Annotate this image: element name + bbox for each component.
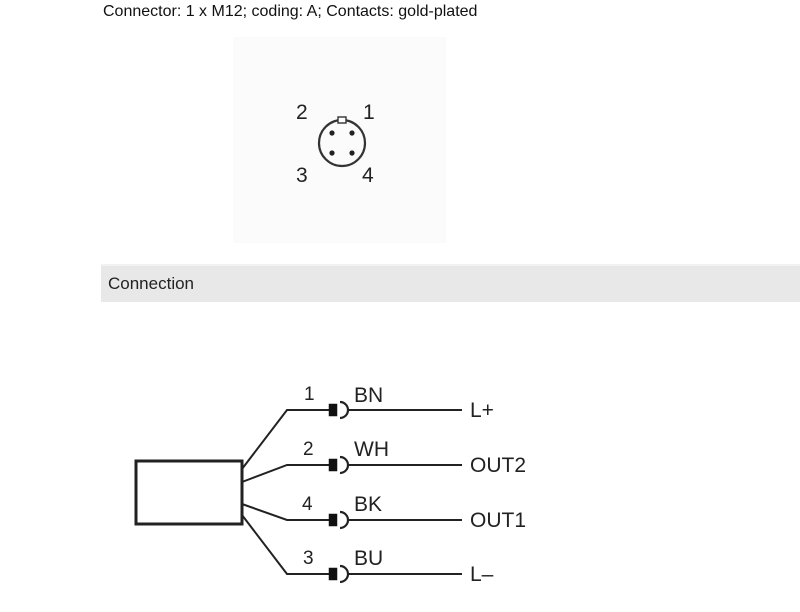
pin-contact-3 <box>329 150 335 156</box>
wire-3 <box>241 514 330 575</box>
pin-contact-1 <box>349 130 355 136</box>
pinout-svg: 2 1 3 4 <box>296 101 375 187</box>
socket-3 <box>339 564 350 584</box>
pin-plug-1 <box>328 403 338 417</box>
wire-4 <box>241 503 330 521</box>
wire-color-1: BN <box>354 384 383 407</box>
pin-contact-4 <box>349 150 355 156</box>
wire-1 <box>241 409 330 470</box>
wire-color-4: BK <box>354 493 382 516</box>
wire-2 <box>241 464 330 483</box>
wire-pin-1: 1 <box>304 384 315 405</box>
signal-label-3: L– <box>470 563 494 586</box>
wire-color-3: BU <box>354 547 383 570</box>
wire-pin-2: 2 <box>303 439 314 460</box>
pin-label-2: 2 <box>296 101 308 124</box>
connection-section-header: Connection <box>101 264 800 302</box>
pin-label-1: 1 <box>363 101 375 124</box>
signal-label-4: OUT1 <box>470 509 526 532</box>
pin-plug-3 <box>328 567 338 581</box>
pin-plug-4 <box>328 513 338 527</box>
connector-description: Connector: 1 x M12; coding: A; Contacts:… <box>103 3 478 20</box>
pin-plug-2 <box>328 458 338 472</box>
wire-pin-4: 4 <box>302 494 313 515</box>
sensor-body <box>134 459 244 526</box>
signal-label-2: OUT2 <box>470 454 526 477</box>
socket-2 <box>339 455 350 475</box>
coding-notch <box>337 116 347 124</box>
connector-pinout-diagram: 2 1 3 4 <box>233 37 446 243</box>
socket-4 <box>339 510 350 530</box>
socket-1 <box>339 400 350 420</box>
wire-pin-3: 3 <box>303 548 314 569</box>
section-title: Connection <box>108 274 195 293</box>
pin-contact-2 <box>329 130 335 136</box>
pin-label-3: 3 <box>296 164 308 187</box>
signal-label-1: L+ <box>470 399 494 422</box>
pin-label-4: 4 <box>362 164 374 187</box>
wire-color-2: WH <box>354 438 389 461</box>
